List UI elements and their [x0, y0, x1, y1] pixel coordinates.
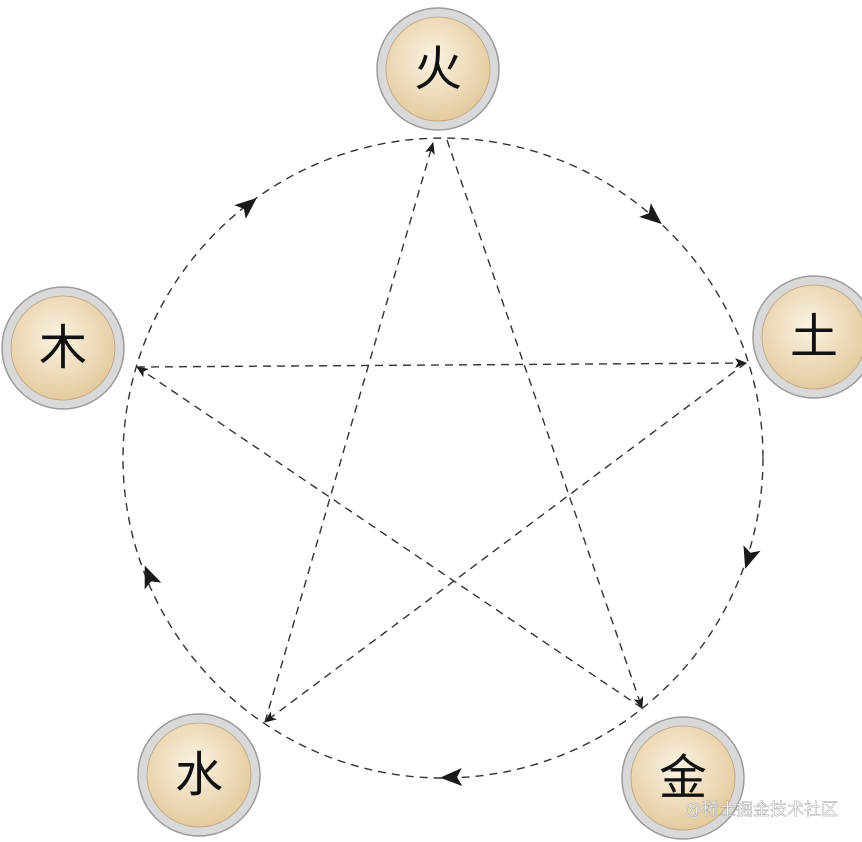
edge-metal-to-wood: [136, 366, 643, 709]
node-fire-label: 火: [414, 41, 462, 97]
arrow-earth-to-metal-icon: [743, 545, 761, 569]
node-metal-label: 金: [659, 750, 707, 806]
arrow-water-to-wood-icon: [144, 565, 162, 590]
node-earth-label: 土: [790, 309, 838, 365]
edge-water-to-fire: [264, 142, 435, 723]
edge-fire-to-metal: [446, 139, 644, 709]
watermark-text: @稀土掘金技术社区: [685, 800, 838, 820]
overcoming-cycle-star: [136, 139, 747, 723]
node-water: 水: [137, 713, 261, 837]
node-wood-label: 木: [39, 320, 87, 376]
node-wood: 木: [1, 286, 125, 410]
edge-earth-to-water: [264, 362, 747, 723]
arrow-fire-to-earth-icon: [639, 203, 662, 225]
node-water-label: 水: [175, 747, 223, 803]
node-fire: 火: [376, 7, 500, 131]
node-earth: 土: [752, 275, 862, 399]
arrow-metal-to-water-icon: [440, 768, 463, 786]
edge-wood-to-earth: [136, 358, 747, 369]
node-metal: 金: [621, 716, 745, 840]
generating-cycle-circle: [122, 137, 764, 779]
arrow-wood-to-fire-icon: [234, 197, 257, 219]
generating-cycle-arrows: [144, 197, 761, 786]
